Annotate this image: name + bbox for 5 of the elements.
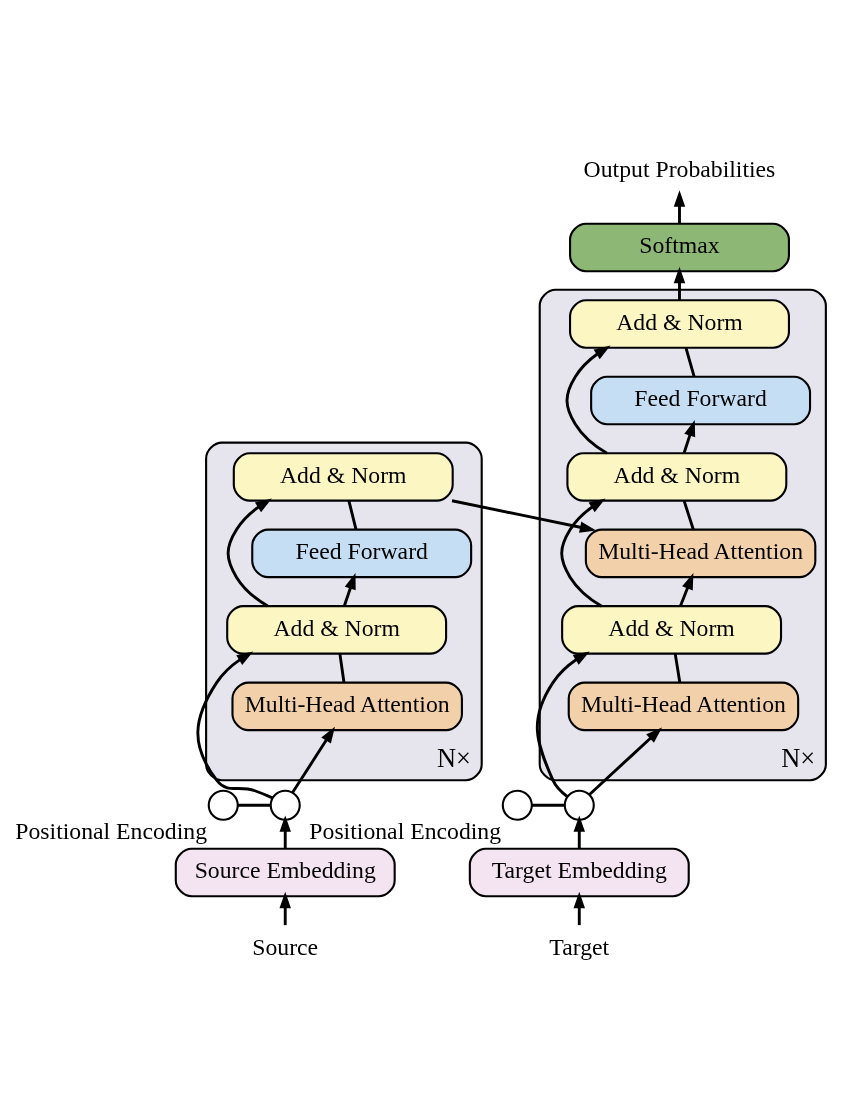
node-label: Positional Encoding [15, 817, 208, 844]
node-text: Target [549, 933, 610, 960]
node-label: Positional Encoding [309, 817, 502, 844]
node-text: Source [252, 933, 319, 960]
node-text: Output Probabilities [583, 155, 776, 182]
